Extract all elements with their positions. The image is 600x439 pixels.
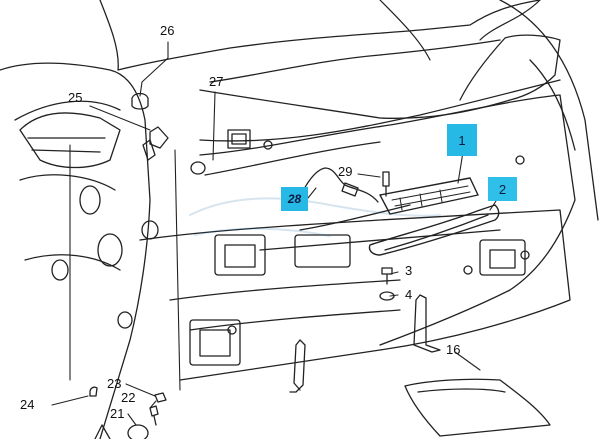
screw-29 xyxy=(382,171,390,197)
callout-16: 16 xyxy=(446,342,461,357)
harness-connector xyxy=(341,182,359,197)
trim-plate xyxy=(368,204,500,256)
hole xyxy=(97,233,123,267)
bolt xyxy=(463,265,473,275)
lid-lower-edge xyxy=(199,79,561,142)
rear-lid-outline xyxy=(199,34,561,119)
part-22-screw xyxy=(149,405,159,426)
lower-back-panel-inner xyxy=(169,279,401,331)
pocket xyxy=(199,329,231,357)
pocket xyxy=(224,244,256,268)
pocket xyxy=(479,239,526,276)
hole xyxy=(79,185,101,215)
trunk-panel xyxy=(199,94,576,346)
lower-back-panel xyxy=(139,209,571,381)
pocket xyxy=(489,249,516,269)
left-bracket xyxy=(19,112,121,169)
part-25-clip-b xyxy=(142,139,156,161)
right-quarter xyxy=(499,0,599,221)
left-bracket-detail xyxy=(27,137,106,153)
boss xyxy=(231,133,247,145)
leg-left xyxy=(289,339,306,393)
watermark xyxy=(189,197,441,237)
module-detail xyxy=(391,185,471,211)
hole xyxy=(51,259,69,281)
callout-24: 24 xyxy=(20,397,35,412)
roof-outline xyxy=(99,0,541,71)
callout-28: 28 xyxy=(287,192,302,206)
callout-2-highlight: 2 xyxy=(488,177,517,201)
module-body xyxy=(379,177,479,215)
callout-25: 25 xyxy=(68,90,83,105)
callout-29: 29 xyxy=(338,164,353,179)
callout-3: 3 xyxy=(405,263,413,278)
callout-26: 26 xyxy=(160,23,175,38)
part-27-grommet xyxy=(190,161,206,175)
harness xyxy=(299,167,379,203)
callout-2: 2 xyxy=(498,181,507,197)
corner-cap-inner xyxy=(417,388,506,393)
pocket xyxy=(294,234,351,268)
bolt xyxy=(227,325,237,335)
bolt xyxy=(515,155,525,165)
callout-28-highlight: 28 xyxy=(281,187,308,211)
lower-edge xyxy=(94,424,111,439)
part-25-clip xyxy=(149,126,169,149)
callout-1-highlight: 1 xyxy=(447,124,477,156)
callout-27: 27 xyxy=(209,74,224,89)
hole xyxy=(141,220,159,240)
part-23-clip xyxy=(154,392,167,403)
corner-cap xyxy=(404,378,551,437)
part-26-grommet xyxy=(131,92,149,110)
pocket xyxy=(214,234,266,276)
left-quarter xyxy=(0,62,151,439)
leg-right xyxy=(413,294,441,353)
left-quarter-inner xyxy=(14,100,121,271)
roof-panel xyxy=(379,0,541,61)
trim-plate-detail xyxy=(384,214,489,251)
callout-22: 22 xyxy=(121,390,136,405)
callout-4: 4 xyxy=(405,287,413,302)
callout-21: 21 xyxy=(110,406,125,421)
leader-lines xyxy=(51,41,501,426)
pocket xyxy=(189,319,241,366)
part-24-pin xyxy=(89,386,98,397)
part-21-grommet xyxy=(127,424,149,439)
bolt xyxy=(520,250,530,260)
trunk-panel-inner xyxy=(204,141,501,251)
rear-lid-inner xyxy=(209,39,501,83)
boss xyxy=(227,129,251,149)
hole xyxy=(117,311,133,329)
callout-23: 23 xyxy=(107,376,122,391)
bolt xyxy=(263,140,273,150)
callout-1: 1 xyxy=(458,132,466,148)
